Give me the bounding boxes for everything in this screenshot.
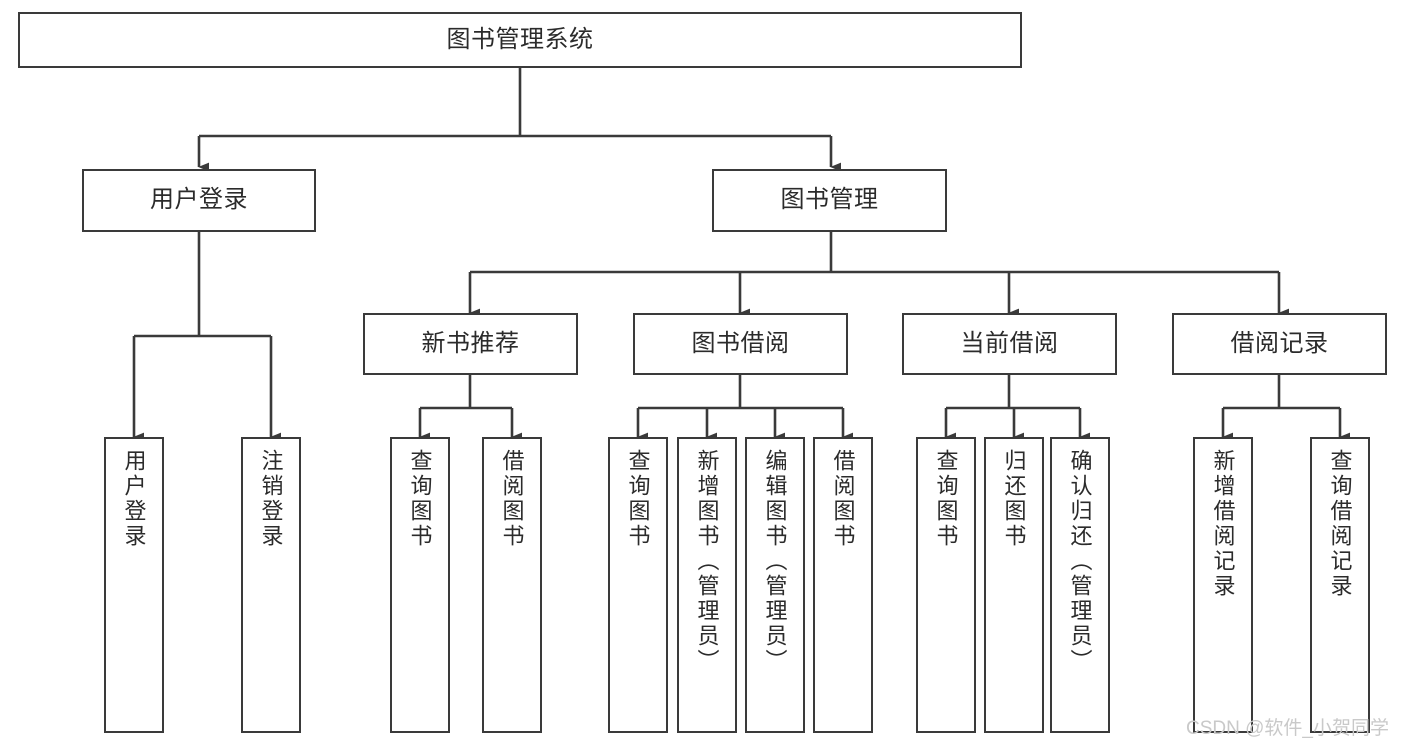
node-new-book-recommend[interactable]: 新书推荐 bbox=[363, 313, 578, 375]
node-book-borrow[interactable]: 图书借阅 bbox=[633, 313, 848, 375]
node-leaf-borrow-book-2-label: 借阅图书 bbox=[830, 449, 856, 549]
node-leaf-user-login-label: 用户登录 bbox=[121, 449, 147, 549]
node-borrow-record-label: 借阅记录 bbox=[1230, 329, 1329, 357]
node-leaf-query-book-3-label: 查询图书 bbox=[933, 449, 959, 549]
node-leaf-add-book-label: 新增图书（管理员） bbox=[694, 449, 720, 674]
node-leaf-borrow-book-1-label: 借阅图书 bbox=[499, 449, 525, 549]
node-leaf-query-book-1[interactable]: 查询图书 bbox=[390, 437, 450, 733]
node-book-borrow-label: 图书借阅 bbox=[691, 329, 790, 357]
node-leaf-query-record-label: 查询借阅记录 bbox=[1327, 449, 1353, 599]
node-leaf-confirm-return[interactable]: 确认归还（管理员） bbox=[1050, 437, 1110, 733]
node-leaf-edit-book-label: 编辑图书（管理员） bbox=[762, 449, 788, 674]
node-book-management-label: 图书管理 bbox=[780, 186, 879, 214]
node-leaf-borrow-book-2[interactable]: 借阅图书 bbox=[813, 437, 873, 733]
node-leaf-add-record-label: 新增借阅记录 bbox=[1210, 449, 1236, 599]
node-leaf-logout[interactable]: 注销登录 bbox=[241, 437, 301, 733]
node-leaf-query-book-1-label: 查询图书 bbox=[407, 449, 433, 549]
node-leaf-query-book-2-label: 查询图书 bbox=[625, 449, 651, 549]
node-leaf-query-record[interactable]: 查询借阅记录 bbox=[1310, 437, 1370, 733]
node-root-system-label: 图书管理系统 bbox=[446, 25, 594, 53]
node-current-borrow-label: 当前借阅 bbox=[960, 329, 1059, 357]
node-leaf-user-login[interactable]: 用户登录 bbox=[104, 437, 164, 733]
node-leaf-add-book[interactable]: 新增图书（管理员） bbox=[677, 437, 737, 733]
node-leaf-logout-label: 注销登录 bbox=[258, 449, 284, 549]
node-leaf-add-record[interactable]: 新增借阅记录 bbox=[1193, 437, 1253, 733]
node-borrow-record[interactable]: 借阅记录 bbox=[1172, 313, 1387, 375]
node-leaf-return-book[interactable]: 归还图书 bbox=[984, 437, 1044, 733]
node-leaf-borrow-book-1[interactable]: 借阅图书 bbox=[482, 437, 542, 733]
node-current-borrow[interactable]: 当前借阅 bbox=[902, 313, 1117, 375]
node-leaf-query-book-2[interactable]: 查询图书 bbox=[608, 437, 668, 733]
node-user-login-label: 用户登录 bbox=[150, 186, 248, 214]
node-leaf-query-book-3[interactable]: 查询图书 bbox=[916, 437, 976, 733]
node-leaf-confirm-return-label: 确认归还（管理员） bbox=[1067, 449, 1093, 674]
node-new-book-recommend-label: 新书推荐 bbox=[421, 329, 520, 357]
node-root-system[interactable]: 图书管理系统 bbox=[18, 12, 1022, 68]
node-book-management[interactable]: 图书管理 bbox=[712, 169, 947, 232]
node-leaf-edit-book[interactable]: 编辑图书（管理员） bbox=[745, 437, 805, 733]
node-leaf-return-book-label: 归还图书 bbox=[1001, 449, 1027, 549]
node-user-login[interactable]: 用户登录 bbox=[82, 169, 316, 232]
